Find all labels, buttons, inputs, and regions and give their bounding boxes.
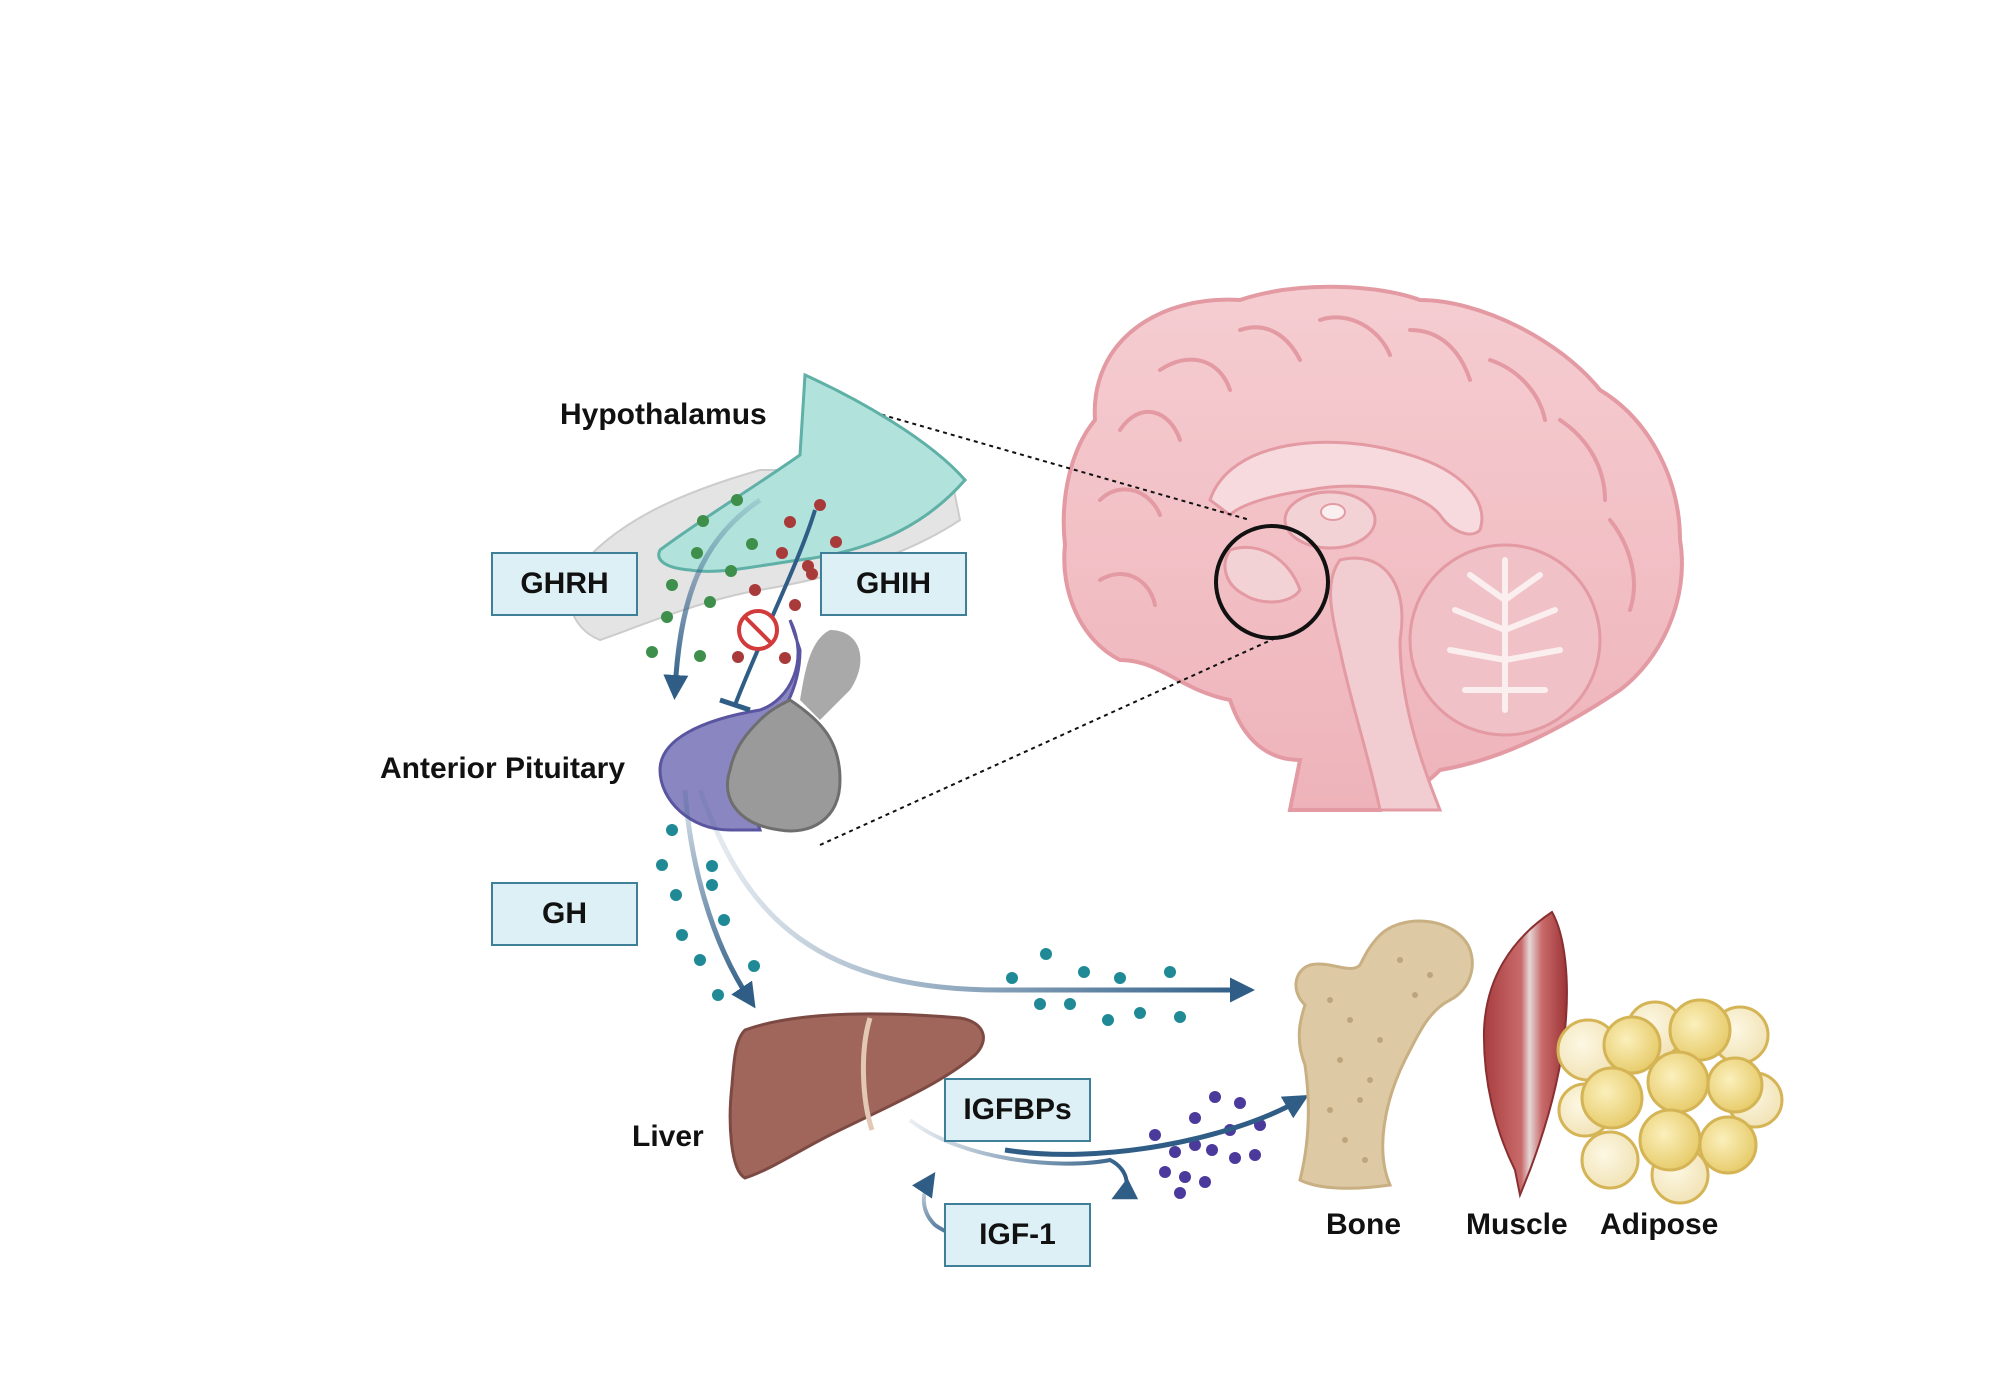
gh-to-liver-arrow [682,789,756,1009]
bone-label: Bone [1326,1208,1401,1241]
ghih-box: GHIH [820,552,967,616]
pituitary-icon [658,619,861,833]
igfbp-cycle-arrow [908,1118,1139,1200]
muscle-icon [1482,910,1568,1199]
ghrh-dots [646,494,758,662]
igf1-box: IGF-1 [944,1203,1091,1267]
liver-label: Liver [632,1120,704,1153]
liver-icon [728,1012,985,1180]
muscle-label: Muscle [1466,1208,1568,1241]
gh-to-tissues-arrow [697,789,1255,1003]
gh-box: GH [491,882,638,946]
adipose-label: Adipose [1600,1208,1719,1241]
anterior-pituitary-label: Anterior Pituitary [380,752,626,785]
ghih-inhibition [719,509,817,713]
zoom-line-top [819,396,1251,521]
ghih-dots [732,499,842,664]
igfbps-box: IGFBPs [944,1078,1091,1142]
ghrh-box: GHRH [491,552,638,616]
cerebellum-icon [1408,543,1602,737]
bone-icon [1294,919,1474,1190]
adipose-icon [1556,998,1784,1205]
igf1-to-bone-arrow [1004,1095,1309,1157]
gh-dots [656,824,1186,1026]
ghrh-arrow [663,497,762,700]
zoom-circle-icon [1214,524,1330,640]
hypothalamus-label: Hypothalamus [560,398,767,431]
inhibition-icon [737,609,779,651]
brain-icon [1061,284,1684,812]
